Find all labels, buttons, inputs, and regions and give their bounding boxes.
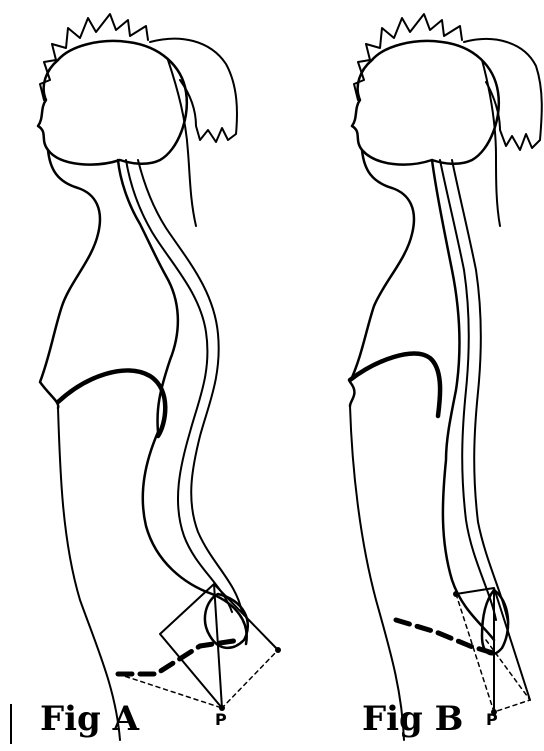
fig-a-hair xyxy=(40,14,148,100)
fig-b-spine-right xyxy=(452,160,508,622)
fig-a-point-label: P xyxy=(215,712,227,728)
fig-a-back-outline xyxy=(118,160,247,644)
fig-b-point-label: P xyxy=(486,712,498,728)
fig-a-torso-front xyxy=(58,408,120,740)
fig-a-rib-curve xyxy=(58,370,165,436)
fig-b-front-outline xyxy=(350,150,414,406)
fig-a-drawing xyxy=(38,14,281,740)
fig-b-drawing xyxy=(350,14,542,740)
fig-b-torso-front xyxy=(350,406,404,740)
fig-b-point-top xyxy=(453,591,459,597)
fig-a-front-outline xyxy=(40,150,100,408)
fig-b-hair xyxy=(354,14,462,100)
fig-a-caption: Fig A xyxy=(40,702,139,736)
fig-b-rib-curve xyxy=(350,354,440,416)
fig-b-head xyxy=(352,41,499,165)
fig-b-caption: Fig B xyxy=(362,702,463,736)
fig-a-spine-inner xyxy=(168,60,196,226)
fig-a-point-right xyxy=(275,647,281,653)
fig-a-head xyxy=(38,41,187,165)
fig-a-force-lines xyxy=(160,584,278,708)
edge-mark xyxy=(10,704,12,744)
